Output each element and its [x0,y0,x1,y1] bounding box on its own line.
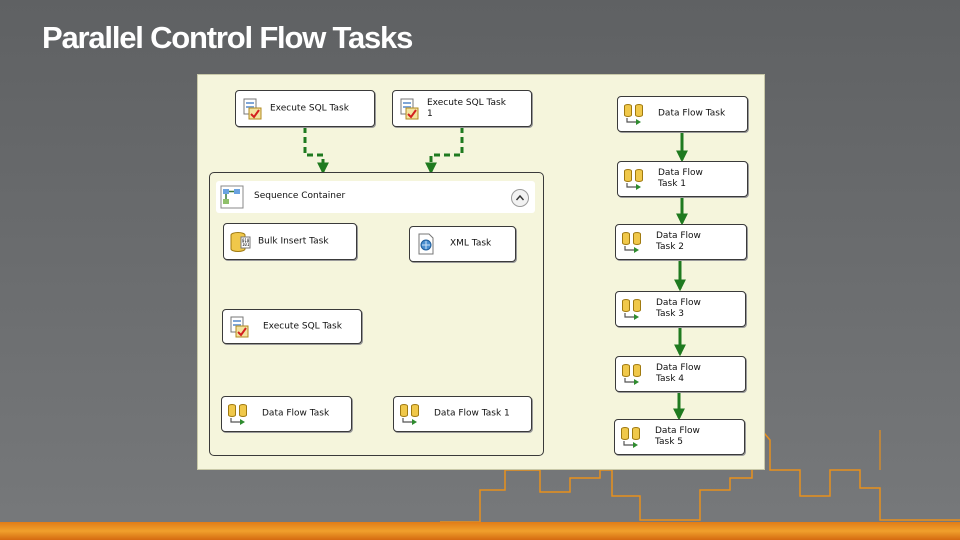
constraint-sql1-to-container [425,127,464,175]
chain-data-flow-task[interactable]: Data Flow Task [617,96,748,132]
task-label: Bulk Insert Task [258,236,329,246]
execute-sql-task-icon [400,98,419,119]
task-label: Data Flow Task 4 [656,363,701,384]
data-flow-task-icon [228,404,247,425]
bottom-accent-bar [0,522,960,540]
task-label: Execute SQL Task [270,103,349,113]
data-flow-task-inner[interactable]: Data Flow Task [221,396,352,432]
task-label: Execute SQL Task 1 [427,97,506,119]
data-flow-task-icon [622,364,641,385]
chain-data-flow-task-1[interactable]: Data Flow Task 1 [617,161,748,197]
execute-sql-task-1[interactable]: Execute SQL Task 1 [392,90,532,127]
chain-data-flow-task-5[interactable]: Data Flow Task 5 [614,419,745,455]
execute-sql-task-icon [230,316,249,337]
svg-text:010: 010 [242,238,250,243]
constraint-sql-to-container [303,127,329,175]
chain-data-flow-task-2[interactable]: Data Flow Task 2 [615,224,747,260]
data-flow-task-icon [622,299,641,320]
data-flow-task-1-inner[interactable]: Data Flow Task 1 [393,396,532,432]
task-label: Data Flow Task [262,408,330,419]
task-label: Data Flow Task 1 [434,408,510,419]
sequence-container-header[interactable]: Sequence Container [216,181,535,213]
task-label: Data Flow Task [658,108,726,119]
data-flow-task-icon [621,427,640,448]
data-flow-task-icon [624,104,643,125]
chain-data-flow-task-4[interactable]: Data Flow Task 4 [615,356,746,392]
data-flow-task-icon [624,169,643,190]
sequence-container-label: Sequence Container [254,191,346,201]
task-label: Data Flow Task 2 [656,231,701,252]
execute-sql-task-inner[interactable]: Execute SQL Task [222,309,362,344]
execute-sql-task[interactable]: Execute SQL Task [235,90,375,127]
sequence-container-icon [220,185,244,209]
task-label: Data Flow Task 3 [656,298,701,319]
task-label: Data Flow Task 5 [655,426,700,447]
task-label: Execute SQL Task [263,321,342,331]
data-flow-task-icon [622,232,641,253]
xml-task[interactable]: XML Task [409,226,516,262]
slide-title: Parallel Control Flow Tasks [42,20,413,55]
task-label: XML Task [450,238,492,249]
data-flow-task-icon [400,404,419,425]
chain-data-flow-task-3[interactable]: Data Flow Task 3 [615,291,746,327]
chevron-up-icon [515,194,525,201]
control-flow-canvas[interactable]: Execute SQL Task Execute SQL Task 1 Sequ… [197,74,765,470]
svg-text:101: 101 [242,242,250,247]
execute-sql-task-icon [243,98,262,119]
xml-task-icon [418,233,434,255]
collapse-button[interactable] [511,189,529,207]
task-label: Data Flow Task 1 [658,168,703,189]
